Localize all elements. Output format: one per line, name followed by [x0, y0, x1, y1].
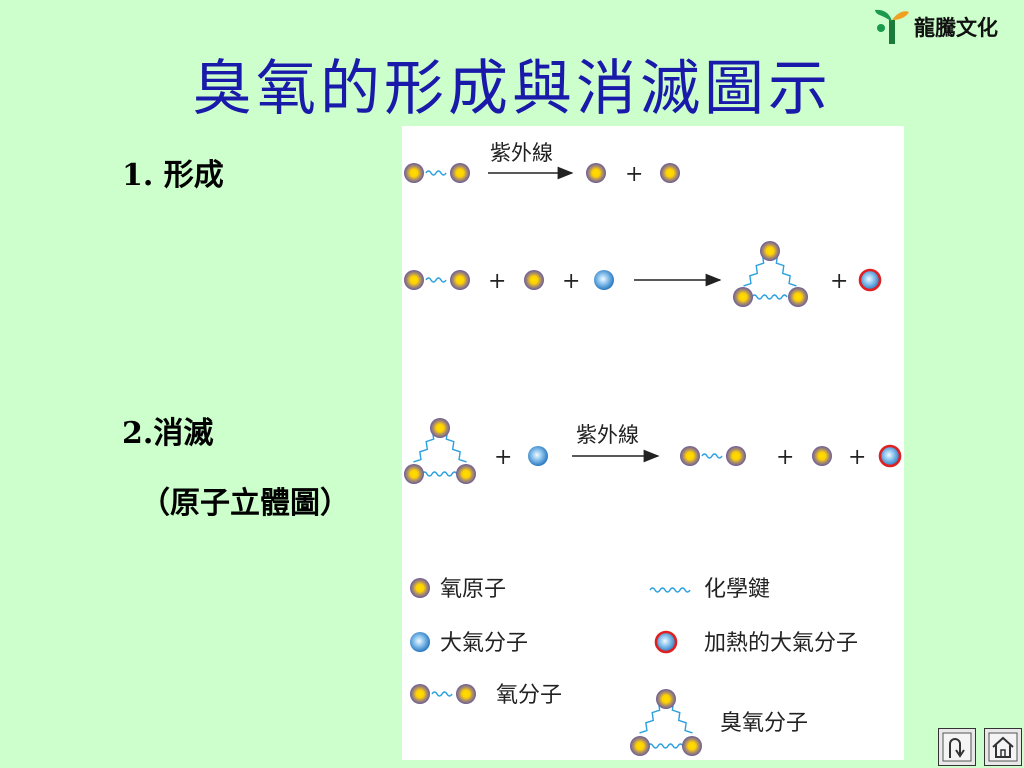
destruction-step: + 紫外線 + + [404, 418, 902, 484]
legend-oxygen-molecule-swatch [410, 684, 430, 704]
ozone-molecule [404, 418, 476, 484]
legend-ozone-molecule: 臭氧分子 [720, 711, 808, 736]
plus-sign: + [494, 445, 512, 470]
plus-sign: + [848, 445, 866, 470]
u-turn-icon [942, 732, 972, 762]
oxygen-atom [660, 163, 680, 183]
page-title: 臭氧的形成與消滅圖示 [192, 54, 832, 124]
oxygen-atom [586, 163, 606, 183]
legend-chemical-bond: 化學鍵 [704, 577, 770, 602]
destruction-label: 2.消滅 [122, 416, 214, 451]
chemical-bond [701, 453, 723, 459]
legend-oxygen-atom-swatch [410, 578, 430, 598]
ozone-molecule [733, 241, 808, 307]
legend-heated-air-molecule: 加熱的大氣分子 [704, 631, 858, 656]
uv-label: 紫外線 [576, 423, 639, 447]
formation-label: 1. 形成 [122, 158, 224, 193]
legend-bond-swatch [649, 587, 691, 593]
oxygen-atom [726, 446, 746, 466]
ozone-diagram: O + O --> 紫外線 + O3 + M* --> + + [404, 141, 902, 756]
uv-label: 紫外線 [490, 141, 553, 165]
destruction-subtitle: （原子立體圖） [140, 486, 350, 521]
heated-air-molecule [858, 268, 882, 292]
back-button[interactable] [938, 728, 976, 766]
legend-oxygen-molecule: 氧分子 [496, 683, 562, 708]
home-icon [988, 732, 1018, 762]
formation-step-2: + + + [404, 241, 882, 307]
legend-oxygen-atom: 氧原子 [440, 577, 506, 602]
oxygen-atom [812, 446, 832, 466]
logo-text: 龍騰文化 [914, 16, 998, 40]
oxygen-atom [680, 446, 700, 466]
plus-sign: + [776, 445, 794, 470]
oxygen-atom [450, 163, 470, 183]
sprout-logo-icon [875, 9, 909, 44]
legend: 氧原子 化學鍵 大氣分子 加熱的大氣分子 氧分子 臭氧分子 [410, 577, 858, 756]
oxygen-atom [404, 270, 424, 290]
oxygen-atom [524, 270, 544, 290]
plus-sign: + [830, 269, 848, 294]
oxygen-atom [450, 270, 470, 290]
home-button[interactable] [984, 728, 1022, 766]
legend-air-molecule: 大氣分子 [440, 631, 528, 656]
chemical-bond [425, 170, 447, 176]
plus-sign: + [488, 269, 506, 294]
air-molecule [528, 446, 548, 466]
air-molecule [594, 270, 614, 290]
diagram-panel: O + O --> 紫外線 + O3 + M* --> + + [402, 126, 904, 760]
legend-air-molecule-swatch [410, 632, 430, 652]
formation-step-1: 紫外線 + [404, 141, 680, 187]
heated-air-molecule [878, 444, 902, 468]
chemical-bond [425, 277, 447, 283]
plus-sign: + [625, 162, 643, 187]
legend-heated-air-swatch [654, 630, 678, 654]
plus-sign: + [562, 269, 580, 294]
oxygen-atom [404, 163, 424, 183]
legend-ozone-swatch [630, 689, 702, 756]
